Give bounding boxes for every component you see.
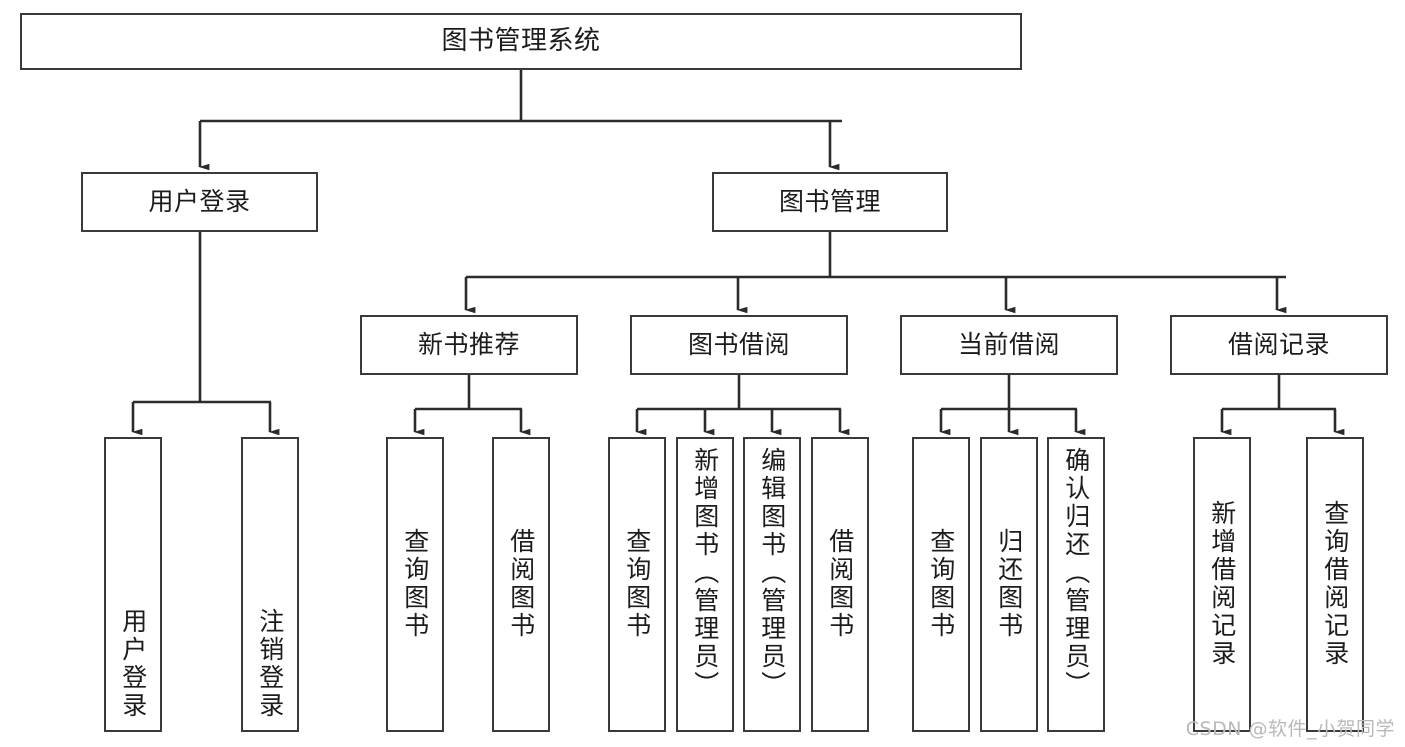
leaf-recommend-borrow-book[interactable]: 借阅图书 [492,437,550,732]
leaf-recommend-query-book[interactable]: 查询图书 [386,437,444,732]
node-book-management[interactable]: 图书管理 [712,172,948,232]
leaf-user-login-login[interactable]: 用户登录 [104,437,162,732]
node-user-login[interactable]: 用户登录 [81,172,318,232]
leaf-current-query-book[interactable]: 查询图书 [912,437,970,732]
leaf-borrow-add-book-admin[interactable]: 新增图书（管理员） [676,437,734,732]
leaf-current-confirm-return-admin[interactable]: 确认归还（管理员） [1047,437,1105,732]
node-new-book-recommend[interactable]: 新书推荐 [360,315,578,375]
leaf-current-return-book[interactable]: 归还图书 [980,437,1038,732]
node-borrow-record[interactable]: 借阅记录 [1170,315,1388,375]
leaf-record-add-record[interactable]: 新增借阅记录 [1193,437,1251,732]
node-book-borrow[interactable]: 图书借阅 [630,315,848,375]
leaf-borrow-edit-book-admin[interactable]: 编辑图书（管理员） [743,437,801,732]
node-current-borrow[interactable]: 当前借阅 [900,315,1118,375]
leaf-user-login-logout[interactable]: 注销登录 [241,437,299,732]
leaf-borrow-borrow-book[interactable]: 借阅图书 [811,437,869,732]
leaf-record-query-record[interactable]: 查询借阅记录 [1306,437,1364,732]
node-root-system[interactable]: 图书管理系统 [20,13,1022,70]
leaf-borrow-query-book[interactable]: 查询图书 [608,437,666,732]
watermark-text: CSDN @软件_小贺同学 [1185,718,1395,740]
